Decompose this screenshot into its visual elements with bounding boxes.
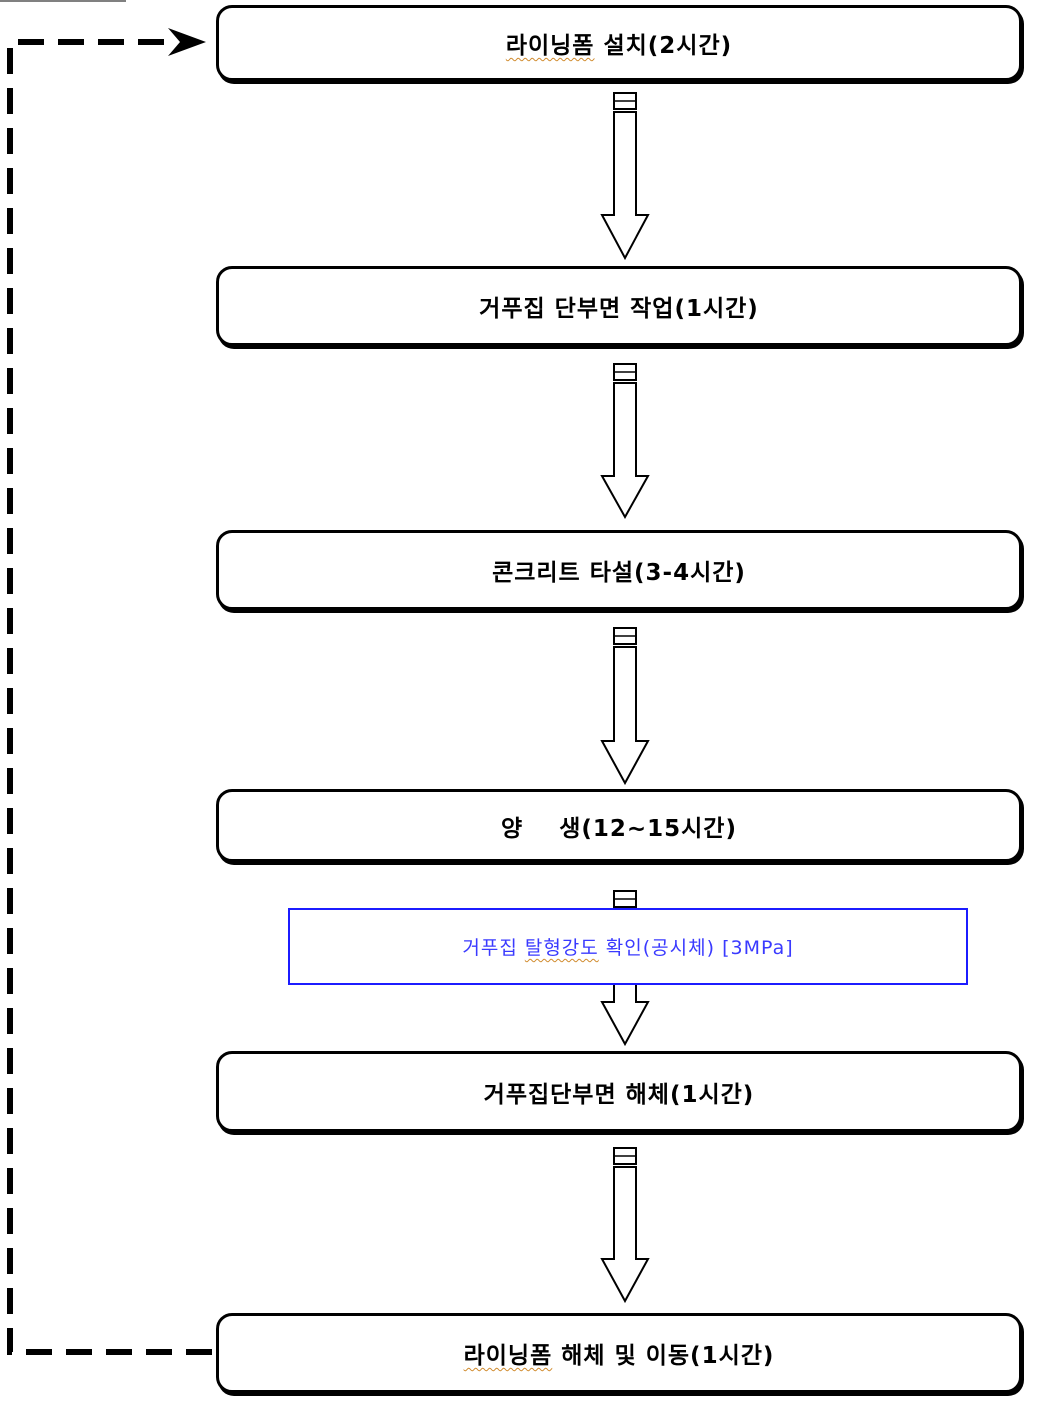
note-underlined: 탈형강도: [524, 937, 599, 959]
down-arrow-3-icon: [600, 627, 650, 786]
step-6-label-prefix: 라이닝폼: [463, 1343, 553, 1369]
step-3-label: 콘크리트 타설(3-4시간): [492, 560, 746, 586]
step-formwork-end-removal: 거푸집단부면 해체(1시간): [216, 1051, 1022, 1132]
step-5-label: 거푸집단부면 해체(1시간): [483, 1081, 755, 1108]
loop-arrowhead-icon: [168, 28, 206, 56]
step-lining-form-install: 라이닝폼 설치(2시간): [216, 5, 1022, 81]
down-arrow-1-icon: [600, 92, 650, 261]
note-suffix: 확인(공시체) [3MPa]: [598, 937, 794, 959]
step-1-label-prefix: 라이닝폼: [505, 33, 595, 59]
note-prefix: 거푸집: [462, 937, 525, 959]
down-arrow-2-icon: [600, 363, 650, 520]
down-arrow-5-icon: [600, 1147, 650, 1304]
step-lining-form-removal-move: 라이닝폼 해체 및 이동(1시간): [216, 1313, 1022, 1393]
step-4-label: 양 생(12~15시간): [501, 815, 737, 842]
strength-check-note: 거푸집 탈형강도 확인(공시체) [3MPa]: [288, 908, 968, 985]
step-formwork-end-work: 거푸집 단부면 작업(1시간): [216, 266, 1022, 346]
loop-back-connector: [7, 28, 212, 1355]
step-concrete-pouring: 콘크리트 타설(3-4시간): [216, 530, 1022, 610]
step-curing: 양 생(12~15시간): [216, 789, 1022, 862]
step-6-label: 해체 및 이동(1시간): [552, 1343, 775, 1369]
step-2-label: 거푸집 단부면 작업(1시간): [479, 296, 759, 322]
step-1-label: 설치(2시간): [594, 33, 733, 59]
